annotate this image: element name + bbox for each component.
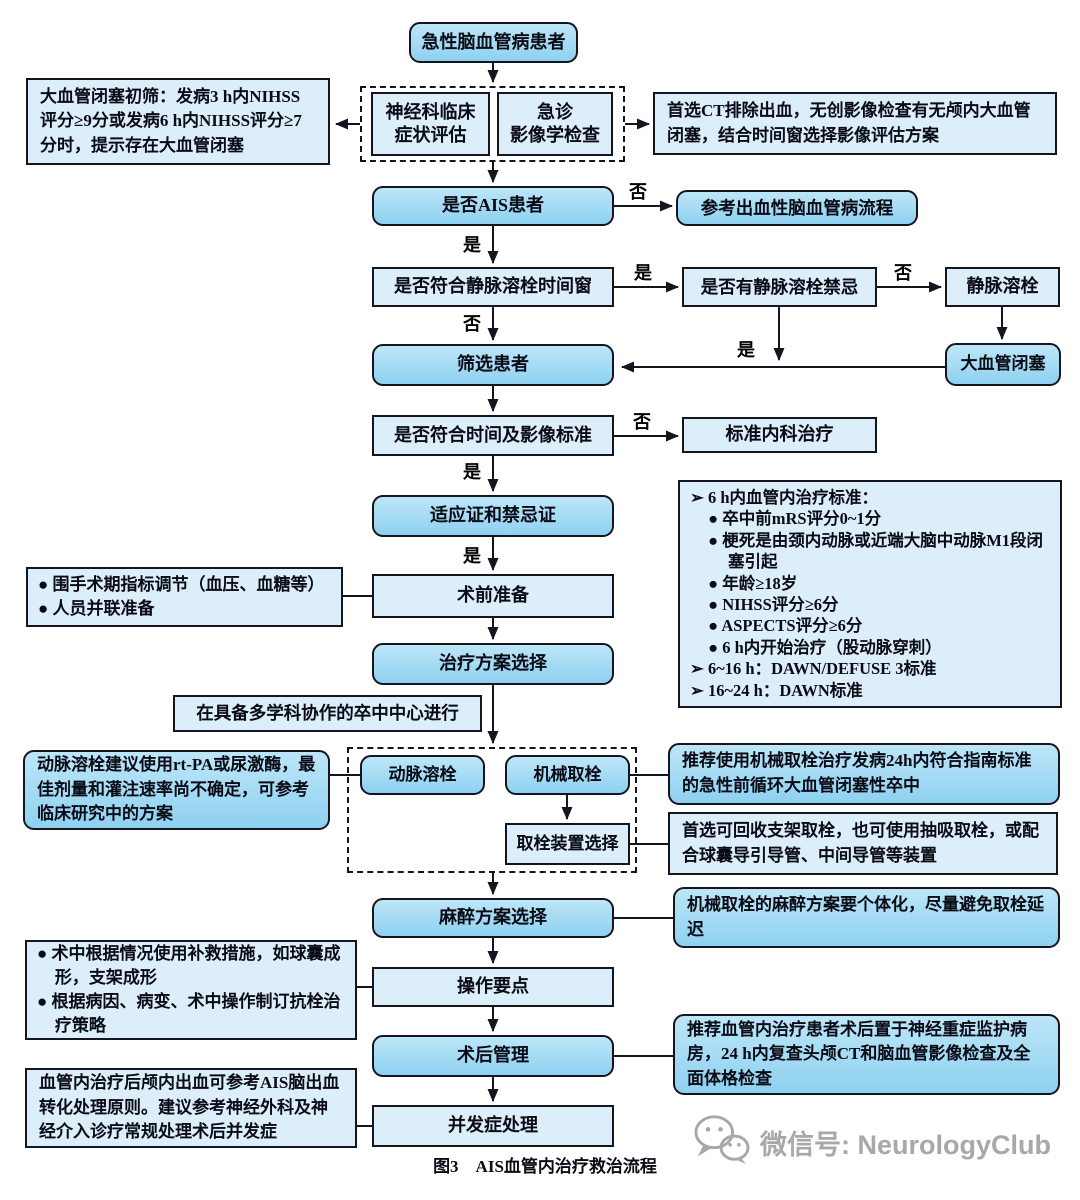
edge-label-no: 否 [629,182,647,202]
node-screen-patient: 筛选患者 [372,344,614,386]
edge-label-no: 否 [463,314,481,334]
note-ct-imaging: 首选CT排除出血，无创影像检查有无颅内大血管闭塞，结合时间窗选择影像评估方案 [653,92,1057,155]
figure-caption: 图3 AIS血管内治疗救治流程 [433,1157,657,1176]
node-standard-medical: 标准内科治疗 [682,417,877,453]
node-lvo: 大血管闭塞 [945,343,1061,386]
watermark: 微信号: NeurologyClub [690,1112,1051,1173]
note-complication: 血管内治疗后颅内出血可参考AIS脑出血转化处理原则。建议参考神经外科及神经介入诊… [25,1068,357,1148]
node-hemorrhage-ref: 参考出血性脑血管病流程 [676,190,918,226]
edge-label-no: 否 [894,263,912,283]
node-plan-select: 治疗方案选择 [372,643,614,685]
wechat-icon [690,1112,752,1173]
node-post-op: 术后管理 [372,1035,614,1077]
edge-label-yes: 是 [463,462,481,482]
node-pre-op: 术前准备 [372,574,614,618]
node-imaging-exam: 急诊 影像学检查 [497,92,613,156]
note-preop: ● 围手术期指标调节（血压、血糖等）● 人员并联准备 [26,567,343,627]
note-lvo-screening: 大血管闭塞初筛：发病3 h内NIHSS评分≥9分或发病6 h内NIHSS评分≥7… [26,78,330,165]
node-complication: 并发症处理 [372,1105,614,1147]
arrow-edges [335,63,1008,1102]
node-iv-contra: 是否有静脉溶栓禁忌 [682,267,877,307]
node-ia-thrombolysis: 动脉溶栓 [360,755,485,795]
node-clinical-eval: 神经科临床 症状评估 [371,92,490,156]
note-anesthesia: 机械取栓的麻醉方案要个体化，尽量避免取栓延迟 [673,887,1060,948]
note-evt-criteria: ➢ 6 h内血管内治疗标准：● 卒中前mRS评分0~1分● 梗死是由颈内动脉或近… [678,480,1062,708]
node-device-select: 取栓装置选择 [505,823,630,865]
node-thrombectomy: 机械取栓 [505,755,630,795]
note-thrombectomy-rec: 推荐使用机械取栓治疗发病24h内符合指南标准的急性前循环大血管闭塞性卒中 [668,743,1060,805]
node-key-points: 操作要点 [372,967,614,1007]
edge-label-yes: 是 [463,546,481,566]
edge-label-yes: 是 [634,263,652,283]
note-keypoints: ● 术中根据情况使用补救措施，如球囊成形，支架成形● 根据病因、病变、术中操作制… [25,940,357,1040]
note-ia-thrombolysis: 动脉溶栓建议使用rt-PA或尿激酶，最佳剂量和灌注速率尚不确定，可参考临床研究中… [23,750,330,830]
edge-label-yes: 是 [737,340,755,360]
edge-label-no: 否 [633,412,651,432]
node-is-ais: 是否AIS患者 [372,186,614,226]
node-time-imaging: 是否符合时间及影像标准 [372,415,614,456]
treatment-dashed-group [347,747,637,873]
assessment-dashed-group [360,86,625,162]
note-device: 首选可回收支架取栓，也可使用抽吸取栓，或配合球囊导引导管、中间导管等装置 [668,812,1058,875]
edge-label-yes: 是 [463,235,481,255]
watermark-text: 微信号: NeurologyClub [760,1130,1051,1160]
note-post-op: 推荐血管内治疗患者术后置于神经重症监护病房，24 h内复查头颅CT和脑血管影像检… [673,1014,1060,1095]
node-iv-window: 是否符合静脉溶栓时间窗 [372,267,614,307]
node-indication: 适应证和禁忌证 [372,495,614,537]
node-iv-thrombolysis: 静脉溶栓 [945,267,1060,307]
node-anesthesia: 麻醉方案选择 [372,898,614,938]
note-stroke-center: 在具备多学科协作的卒中中心进行 [173,695,482,732]
node-start: 急性脑血管病患者 [409,22,578,63]
